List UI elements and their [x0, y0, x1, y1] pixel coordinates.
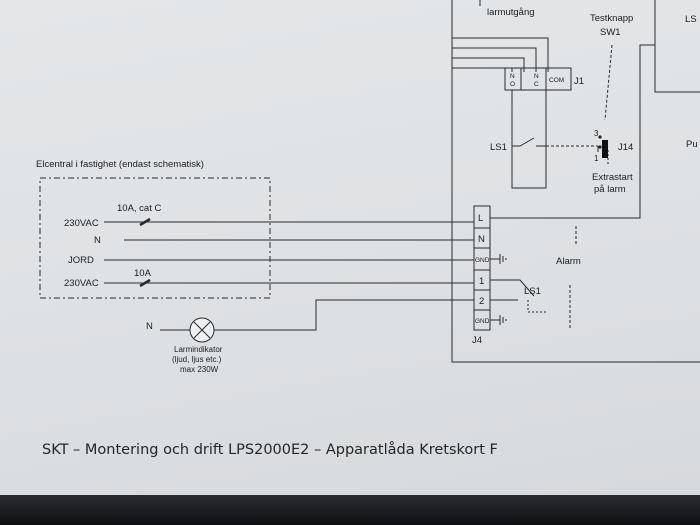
document-caption: SKT – Montering och drift LPS2000E2 – Ap… [42, 442, 498, 458]
ls1-lower-label: LS1 [524, 286, 541, 297]
ls-partial-label: LS [685, 14, 697, 25]
fuse-1 [139, 217, 151, 227]
indicator-neutral-label: N [146, 321, 153, 332]
extra-start-label-2: på larm [594, 184, 626, 195]
terminal-gnd-2: GND [475, 318, 490, 325]
earth-label: JORD [68, 255, 94, 266]
relay-no-top: N [510, 73, 515, 80]
extra-start-label-1: Extrastart [592, 172, 633, 183]
terminal-1: 1 [479, 276, 484, 287]
test-button-sw1 [604, 44, 613, 121]
jumper-ref: J14 [618, 142, 633, 153]
terminal-2: 2 [479, 296, 484, 307]
terminal-l: L [478, 213, 483, 224]
relay-no-bottom: O [510, 81, 515, 88]
jumper-pin-3: 3 [594, 129, 599, 138]
jumper-pin-1: 1 [594, 154, 599, 163]
pump-partial-label: Pu [686, 139, 698, 150]
lamp-indicator-icon [189, 317, 215, 343]
supply-line1-label: 230VAC [64, 218, 99, 229]
terminal-n: N [478, 234, 485, 245]
supply-line2-label: 230VAC [64, 278, 99, 289]
indicator-label-2: (ljud, ljus etc.) [172, 355, 222, 364]
relay-com-label: COM [549, 77, 564, 84]
ls1-upper-label: LS1 [490, 142, 507, 153]
enclosure-frame [451, 0, 700, 363]
relay-j1 [504, 67, 572, 91]
test-button-ref: SW1 [600, 27, 621, 38]
ls-box-outline [654, 0, 700, 93]
elcentral-box [39, 177, 271, 299]
relay-ref: J1 [574, 76, 584, 87]
terminal-ref: J4 [472, 335, 482, 346]
monitor-bezel [0, 495, 700, 525]
indicator-label-1: Larmindikator [174, 345, 223, 354]
relay-nc-top: N [534, 73, 539, 80]
terminal-j4 [473, 205, 491, 331]
jumper-j14 [598, 135, 608, 158]
fuse-2 [139, 278, 151, 288]
neutral-label: N [94, 235, 101, 246]
indicator-label-3: max 230W [180, 365, 219, 374]
fuse2-label: 10A [134, 268, 152, 279]
alarm-label: Alarm [556, 256, 581, 267]
relay-nc-bottom: C [534, 81, 539, 88]
ls1-lower-switch [490, 279, 535, 297]
fuse1-label: 10A, cat C [117, 203, 161, 214]
elcentral-title: Elcentral i fastighet (endast schematisk… [36, 159, 204, 170]
ls1-upper-switch [512, 137, 535, 147]
terminal-gnd-1: GND [475, 257, 490, 264]
alarm-output-label: larmutgång [487, 7, 535, 18]
test-button-label: Testknapp [590, 13, 633, 24]
